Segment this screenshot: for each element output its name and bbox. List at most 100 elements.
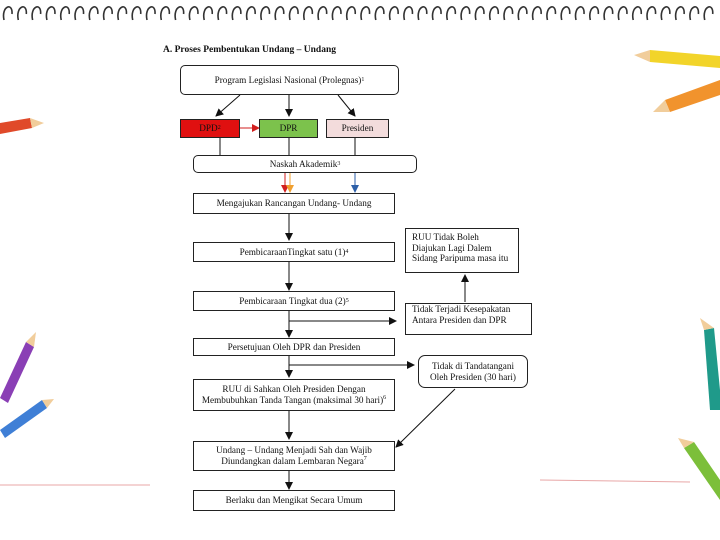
spiral-coil <box>660 6 671 21</box>
spiral-coil <box>631 6 643 21</box>
node-tingkat1: PembicaraanTingkat satu (1)4 <box>193 242 395 262</box>
node-naskah-footnote: 3 <box>337 160 341 167</box>
node-persetujuan: Persetujuan Oleh DPR dan Presiden <box>193 338 395 356</box>
spiral-coil <box>617 6 628 21</box>
spiral-coil <box>331 6 342 21</box>
node-tidak-ttd-line2: Oleh Presiden (30 hari) <box>430 371 516 382</box>
spiral-coil <box>288 6 299 21</box>
spiral-coil <box>2 6 13 21</box>
pencil-green-icon <box>678 438 720 500</box>
node-prolegnas-label: Program Legislasi Nasional (Prolegnas) <box>214 74 362 85</box>
node-prolegnas: Program Legislasi Nasional (Prolegnas)1 <box>180 65 399 95</box>
pencil-teal-icon <box>700 318 720 410</box>
node-tidak-ttd: Tidak di Tandatangani Oleh Presiden (30 … <box>418 355 528 388</box>
node-tingkat1-footnote: 4 <box>345 248 349 255</box>
node-ruu-sah-line1: RUU di Sahkan Oleh Presiden Dengan <box>222 384 366 395</box>
node-dpd-label: DPD <box>199 123 218 134</box>
node-ruu-sah: RUU di Sahkan Oleh Presiden Dengan Membu… <box>193 379 395 411</box>
spiral-coil <box>217 6 228 21</box>
node-uu-sah: Undang – Undang Menjadi Sah dan Wajib Di… <box>193 441 395 471</box>
spiral-coil <box>31 6 42 21</box>
node-tidak-sepakat-line2: Antara Presiden dan DPR <box>412 314 507 325</box>
node-mengajukan: Mengajukan Rancangan Undang- Undang <box>193 193 395 214</box>
spiral-coil <box>145 6 156 21</box>
spiral-coil <box>546 6 557 21</box>
node-uu-sah-line2: Diundangkan dalam Lembaran Negara <box>221 456 364 467</box>
spiral-coil <box>74 6 85 21</box>
spiral-coil <box>474 6 485 21</box>
spiral-coil <box>574 6 585 21</box>
pencil-red-icon <box>0 118 44 134</box>
node-uu-sah-line1: Undang – Undang Menjadi Sah dan Wajib <box>216 445 372 456</box>
spiral-coil <box>431 6 442 21</box>
spiral-coil <box>131 6 142 21</box>
arrow-prolegnas-presiden <box>337 94 356 117</box>
node-tidak-sepakat: Tidak Terjadi Kesepakatan Antara Preside… <box>405 303 532 335</box>
spiral-coil <box>689 6 700 21</box>
node-tingkat2-footnote: 5 <box>345 297 349 304</box>
node-tingkat2-label: Pembicaraan Tingkat dua (2) <box>239 295 346 306</box>
spiral-coil <box>374 6 385 21</box>
spiral-coil <box>674 6 685 21</box>
pencil-purple-icon <box>0 332 36 403</box>
node-uu-sah-footnote: 7 <box>363 455 367 462</box>
node-berlaku: Berlaku dan Mengikat Secara Umum <box>193 490 395 511</box>
spiral-coil <box>102 6 113 21</box>
node-dpd-footnote: 2 <box>217 125 221 132</box>
spiral-coil <box>531 6 542 21</box>
node-tidak-ttd-line1: Tidak di Tandatangani <box>431 360 515 371</box>
node-presiden: Presiden <box>326 119 389 138</box>
spiral-coil <box>446 6 457 21</box>
spiral-coil <box>403 6 414 21</box>
node-persetujuan-label: Persetujuan Oleh DPR dan Presiden <box>227 341 361 352</box>
spiral-coil <box>45 6 56 21</box>
spiral-coil <box>59 6 71 21</box>
node-dpr: DPR <box>259 119 318 138</box>
pencil-yellow-icon <box>634 50 720 68</box>
node-tingkat2: Pembicaraan Tingkat dua (2)5 <box>193 291 395 311</box>
spiral-coil <box>231 6 242 21</box>
spiral-coil <box>603 6 614 21</box>
node-ruu-sah-line2: Membubuhkan Tanda Tangan (maksimal 30 ha… <box>201 395 384 406</box>
arrow-prolegnas-dpd <box>215 94 241 117</box>
pencil-blue-icon <box>0 399 54 438</box>
spiral-coil <box>117 6 128 21</box>
spiral-coil <box>589 6 600 21</box>
spiral-coil <box>160 6 171 21</box>
spiral-coil <box>388 6 399 21</box>
node-tingkat1-label: PembicaraanTingkat satu (1) <box>239 246 346 257</box>
spiral-coil <box>517 6 528 21</box>
spiral-coil <box>560 6 571 21</box>
spiral-coil <box>345 6 357 21</box>
spiral-coil <box>460 6 471 21</box>
spiral-coil <box>202 6 214 21</box>
spiral-coil <box>274 6 285 21</box>
node-naskah-label: Naskah Akademik <box>269 158 338 169</box>
spiral-coil <box>88 6 99 21</box>
pencil-orange-icon <box>653 80 720 112</box>
spiral-coil <box>503 6 514 21</box>
node-dpr-label: DPR <box>279 123 298 134</box>
spiral-coil <box>17 6 28 21</box>
node-mengajukan-label: Mengajukan Rancangan Undang- Undang <box>216 198 372 209</box>
node-tidak-sepakat-line1: Tidak Terjadi Kesepakatan <box>412 304 511 314</box>
node-berlaku-label: Berlaku dan Mengikat Secara Umum <box>225 495 363 506</box>
spiral-coil <box>703 6 714 21</box>
spiral-coil <box>317 6 328 21</box>
spiral-coil <box>303 6 314 21</box>
node-ruu-tidak-line2: Diajukan Lagi Dalem <box>412 242 492 253</box>
node-ruu-sah-footnote: 6 <box>383 394 387 401</box>
node-presiden-label: Presiden <box>341 123 374 134</box>
node-ruu-tidak-line1: RUU Tidak Boleh <box>412 232 479 242</box>
spiral-coil <box>245 6 256 21</box>
node-prolegnas-footnote: 1 <box>361 76 365 83</box>
section-title: A. Proses Pembentukan Undang – Undang <box>163 45 336 55</box>
spiral-coil <box>260 6 271 21</box>
spiral-coil <box>360 6 371 21</box>
spiral-coil <box>488 6 500 21</box>
spiral-coil <box>174 6 185 21</box>
spiral-coil <box>188 6 199 21</box>
